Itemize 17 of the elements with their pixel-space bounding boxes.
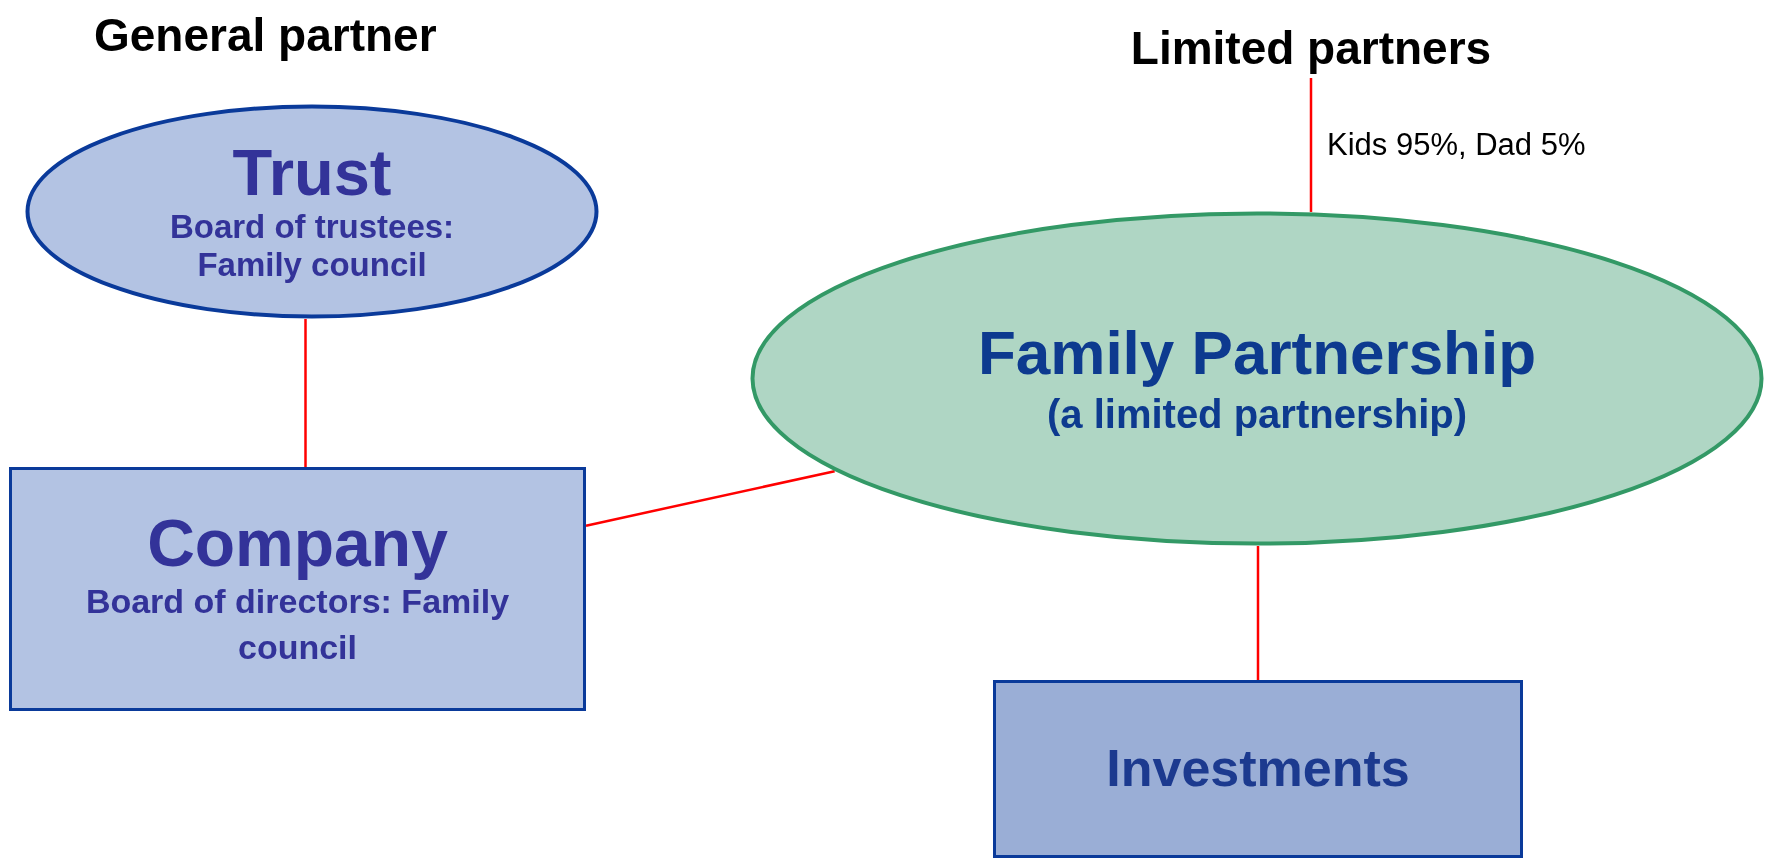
connector-line [1256,546,1260,680]
node-title: Investments [1106,740,1410,798]
rectangle-node [9,467,586,711]
heading: General partner [94,8,437,63]
ellipse-node [750,211,1764,546]
connector-line [1309,78,1313,212]
node-subtitle: Board of trustees: Family council [168,207,456,284]
rectangle-node [993,680,1523,858]
connector-line [585,469,835,527]
node-title: Limited partners [1130,21,1492,77]
node-title: Trust [232,139,392,208]
node-subtitle: (a limited partnership) [1046,391,1468,439]
ellipse-node [25,104,599,319]
node-title: Family Partnership [977,316,1537,389]
node-subtitle: Board of directors: Family council [84,581,511,669]
node-title: Company [147,506,448,580]
connector-line [304,318,307,467]
